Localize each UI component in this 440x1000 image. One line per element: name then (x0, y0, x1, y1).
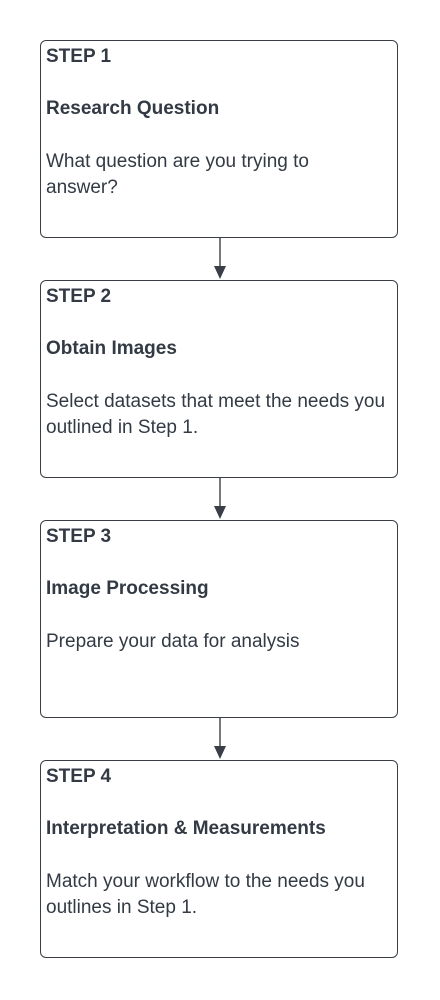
step-4-box: STEP 4 Interpretation & Measurements Mat… (40, 760, 398, 958)
step-1-number: STEP 1 (46, 46, 112, 67)
step-3-description: Prepare your data for analysis (46, 631, 300, 652)
arrow-connector-3-4 (214, 718, 226, 759)
step-2-description: Select datasets that meet the needs you … (46, 391, 386, 438)
step-3-title: Image Processing (46, 578, 209, 599)
step-1-description: What question are you trying to answer? (46, 151, 309, 198)
arrow-connector-1-2 (214, 238, 226, 279)
step-2-title: Obtain Images (46, 338, 177, 359)
step-1-box: STEP 1 Research Question What question a… (40, 40, 398, 238)
step-1-title: Research Question (46, 98, 220, 119)
step-4-number: STEP 4 (46, 766, 112, 787)
step-2-number: STEP 2 (46, 286, 112, 307)
step-3-box: STEP 3 Image Processing Prepare your dat… (40, 520, 398, 718)
step-3-number: STEP 3 (46, 526, 112, 547)
step-2-box: STEP 2 Obtain Images Select datasets tha… (40, 280, 398, 478)
step-4-description: Match your workflow to the needs you out… (46, 871, 365, 918)
step-4-title: Interpretation & Measurements (46, 818, 326, 839)
arrow-connector-2-3 (214, 478, 226, 519)
